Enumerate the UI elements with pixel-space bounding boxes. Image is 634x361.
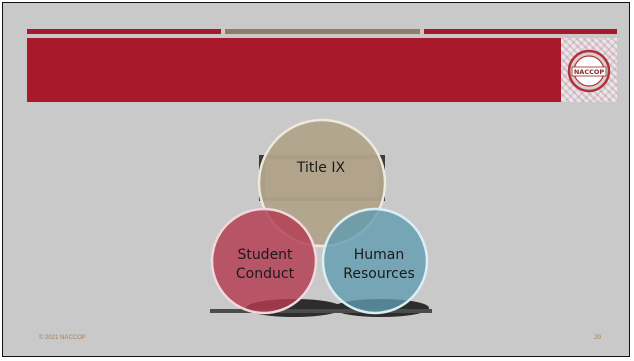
hr-label-line-1: Human — [353, 247, 405, 263]
slide-number: 20 — [594, 335, 601, 341]
naccop-logo: NACCOP — [561, 38, 617, 102]
presentation-slide: NACCOP Title IX Student Conduct Human Re… — [2, 2, 630, 357]
human-resources-circle — [321, 207, 429, 315]
student-label-line-2: Conduct — [235, 266, 295, 282]
logo-text: NACCOP — [574, 68, 605, 76]
slide-title-band — [27, 38, 561, 102]
student-label-line-1: Student — [237, 247, 293, 263]
human-resources-label: Human Resources — [329, 246, 429, 284]
hr-label-line-2: Resources — [343, 266, 415, 282]
student-conduct-label: Student Conduct — [215, 246, 315, 284]
footer-copyright: © 2021 NACCOP — [39, 335, 86, 341]
venn-diagram — [210, 118, 432, 317]
student-conduct-circle — [210, 207, 318, 315]
naccop-seal-icon: NACCOP — [567, 49, 611, 93]
top-accent-bar-left — [27, 29, 221, 34]
top-accent-bar-right — [424, 29, 617, 34]
title-ix-text: Title IX — [296, 160, 346, 176]
top-accent-bar-middle — [225, 29, 420, 34]
title-ix-label: Title IX — [261, 159, 381, 178]
baseline-shadow — [210, 309, 432, 313]
